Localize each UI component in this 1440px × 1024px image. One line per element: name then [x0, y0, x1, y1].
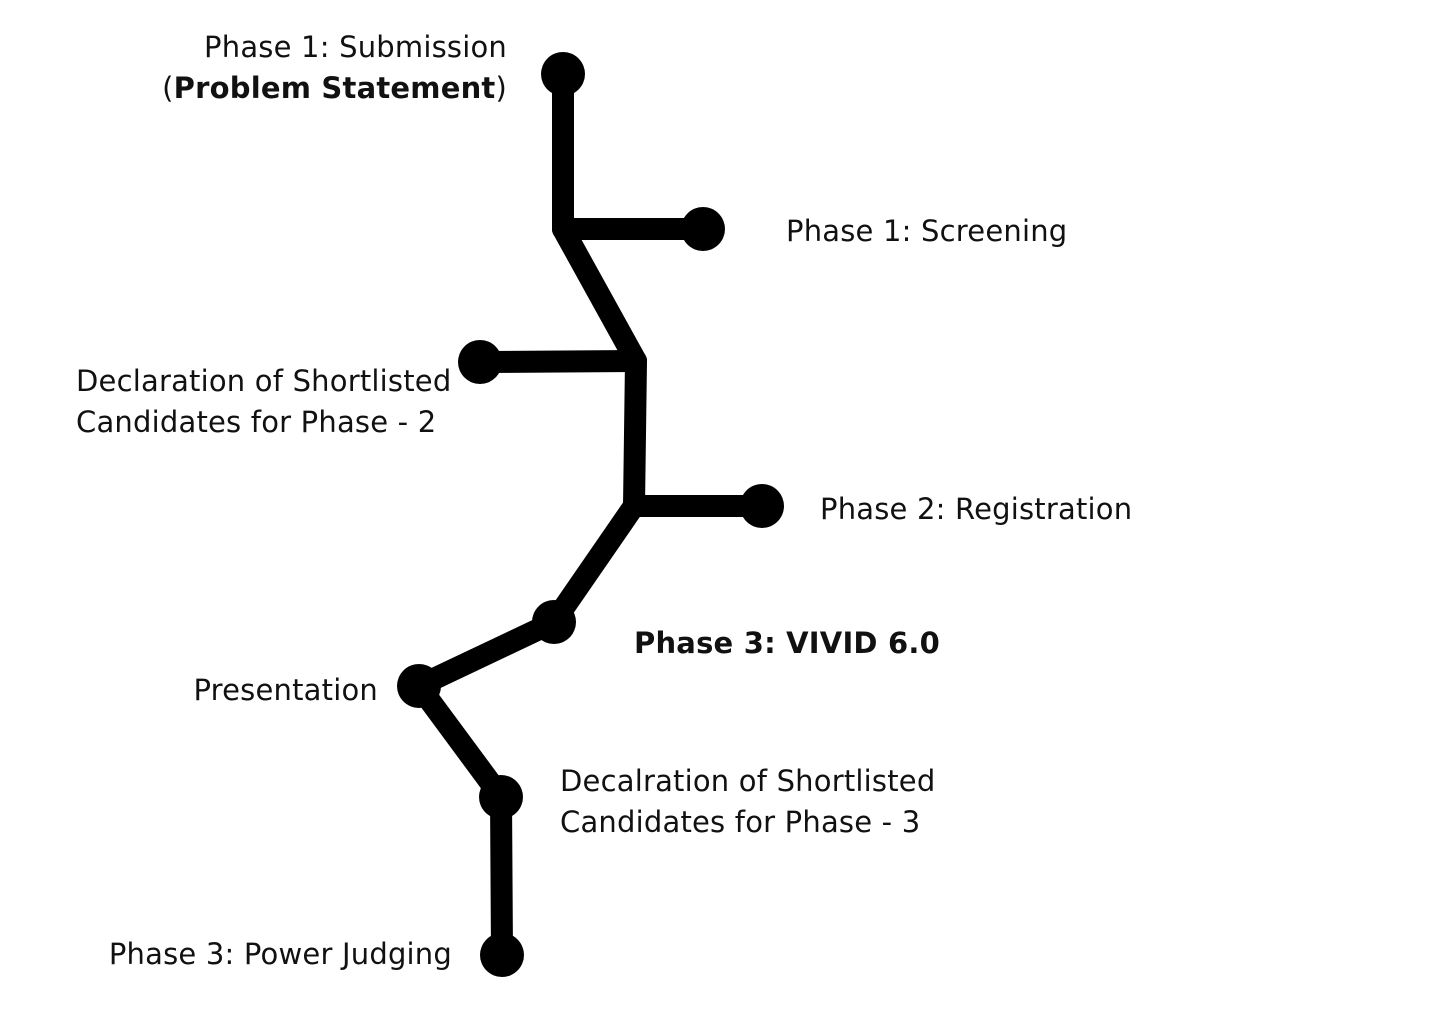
label-problem-statement: Problem Statement [173, 71, 496, 105]
timeline-nodes [397, 52, 784, 977]
label-declaration-phase2-line1: Declaration of Shortlisted [76, 364, 452, 398]
node-screening [681, 207, 725, 251]
label-phase2-registration: Phase 2: Registration [820, 492, 1133, 526]
node-registration [740, 484, 784, 528]
node-submission [541, 52, 585, 96]
timeline-path [408, 63, 773, 966]
node-power-judging [480, 933, 524, 977]
connector-declaration-2-branch [469, 350, 647, 373]
label-declaration-phase3-line2: Candidates for Phase - 3 [560, 805, 921, 839]
connector-to-presentation [408, 611, 565, 697]
node-vivid [532, 600, 576, 644]
label-phase1-screening: Phase 1: Screening [786, 214, 1068, 248]
connector-to-declaration-3 [408, 675, 512, 808]
label-declaration-phase3: Decalration of Shortlisted Candidates fo… [560, 761, 936, 843]
label-phase3-vivid: Phase 3: VIVID 6.0 [634, 626, 940, 660]
paren-close: ) [495, 71, 507, 105]
node-presentation [397, 664, 441, 708]
label-declaration-phase2: Declaration of Shortlisted Candidates fo… [76, 361, 452, 443]
node-declaration-2 [458, 340, 502, 384]
node-declaration-3 [479, 775, 523, 819]
connector-to-vivid [543, 495, 645, 633]
connector-diagonal-to-junction-2 [552, 218, 647, 372]
label-problem-statement-line: (Problem Statement) [162, 68, 507, 109]
connector-vertical-to-junction-3 [623, 350, 647, 517]
label-phase3-power-judging: Phase 3: Power Judging [108, 937, 452, 971]
label-declaration-phase3-line1: Decalration of Shortlisted [560, 764, 936, 798]
paren-open: ( [162, 71, 174, 105]
label-presentation: Presentation [193, 673, 378, 707]
label-declaration-phase2-line2: Candidates for Phase - 2 [76, 405, 437, 439]
label-phase1-submission-title: Phase 1: Submission [204, 30, 507, 64]
connector-to-power-judging [490, 786, 513, 966]
label-phase1-submission: Phase 1: Submission (Problem Statement) [162, 27, 507, 109]
